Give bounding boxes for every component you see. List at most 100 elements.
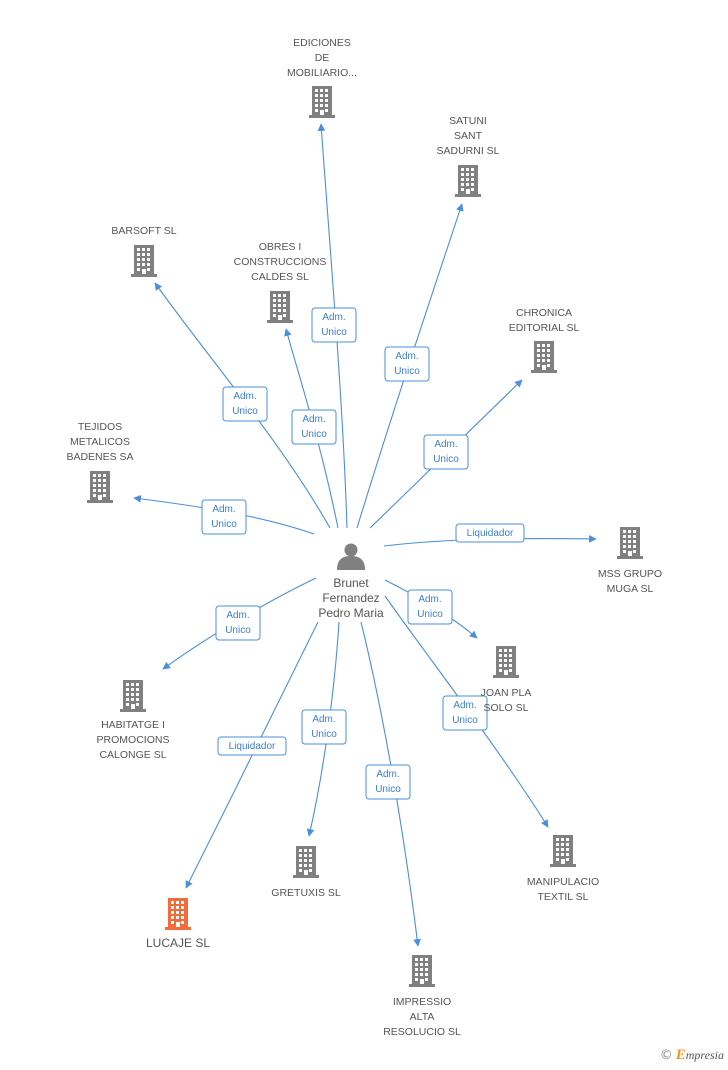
relation-badge[interactable]: Adm.Unico bbox=[442, 695, 488, 731]
edge-mss: Liquidador bbox=[383, 523, 597, 547]
node-lucaje[interactable]: LUCAJE SL bbox=[146, 898, 210, 950]
edge-habitatge: Adm. Unico bbox=[162, 577, 317, 670]
relation-badge[interactable]: Adm. Unico bbox=[215, 605, 261, 641]
relation-label: Unico bbox=[311, 729, 337, 740]
edge-lucaje: Liquidador bbox=[185, 621, 319, 889]
node-label: MOBILIARIO... bbox=[287, 67, 357, 79]
edge-manipulacio: Adm.Unico bbox=[384, 595, 549, 828]
node-label: EDITORIAL SL bbox=[509, 322, 580, 334]
node-label: METALICOS bbox=[70, 436, 130, 448]
relation-label: Adm. bbox=[233, 391, 256, 402]
node-label: Fernandez bbox=[322, 591, 379, 605]
node-label: CALONGE SL bbox=[99, 749, 166, 761]
node-impressio[interactable]: IMPRESSIO ALTA RESOLUCIO SL bbox=[383, 955, 461, 1038]
relation-label: Adm. bbox=[376, 769, 399, 780]
edge-tejidos: Adm. Unico bbox=[133, 495, 315, 535]
node-label: RESOLUCIO SL bbox=[383, 1026, 461, 1038]
building-icon bbox=[131, 245, 157, 277]
relation-badge[interactable]: Adm.Unico bbox=[222, 386, 268, 422]
node-barsoft[interactable]: BARSOFT SL bbox=[111, 225, 177, 277]
edge-barsoft: Adm. Unico bbox=[154, 282, 331, 529]
relation-badge[interactable]: Adm. Unico bbox=[291, 409, 337, 445]
building-icon bbox=[493, 646, 519, 678]
node-label: CONSTRUCCIONS bbox=[234, 256, 327, 268]
relation-badge[interactable]: Adm.Unico bbox=[423, 434, 469, 470]
relation-label: Unico bbox=[321, 327, 347, 338]
relation-badge[interactable]: Adm.Unico bbox=[407, 589, 453, 625]
relation-badge[interactable]: Liquidador bbox=[217, 736, 287, 756]
node-label: Brunet bbox=[333, 576, 369, 590]
relation-label: Adm. bbox=[212, 504, 235, 515]
brand-logo-initial: E bbox=[675, 1047, 686, 1063]
edge-impressio: Adm.Unico bbox=[360, 621, 421, 947]
node-mss[interactable]: MSS GRUPO MUGA SL bbox=[598, 527, 662, 595]
relation-label: Unico bbox=[211, 519, 237, 530]
edge-joanpla: Adm.Unico bbox=[384, 579, 478, 639]
node-gretuxis[interactable]: GRETUXIS SL bbox=[271, 846, 341, 899]
relation-label: Adm. bbox=[395, 351, 418, 362]
relation-label: Adm. bbox=[453, 700, 476, 711]
building-icon bbox=[531, 341, 557, 373]
relation-badge[interactable]: Adm. Unico bbox=[384, 346, 430, 382]
brand-footer[interactable]: ©Empresia bbox=[660, 1047, 724, 1064]
building-icon bbox=[267, 291, 293, 323]
node-label: DE bbox=[315, 52, 330, 64]
node-manipulacio[interactable]: MANIPULACIO TEXTIL SL bbox=[527, 835, 599, 903]
relation-label: Adm. bbox=[312, 714, 335, 725]
relation-label: Adm. bbox=[302, 414, 325, 425]
edge-satuni: Adm. Unico bbox=[356, 203, 464, 529]
relation-badge[interactable]: Adm. Unico bbox=[311, 307, 357, 343]
node-label: CALDES SL bbox=[251, 271, 309, 283]
person-icon bbox=[337, 543, 365, 570]
node-label: ALTA bbox=[410, 1011, 435, 1023]
relation-label: Liquidador bbox=[467, 528, 514, 539]
node-label: BARSOFT SL bbox=[111, 225, 176, 237]
node-label: OBRES I bbox=[259, 241, 302, 253]
brand-logo-text: mpresia bbox=[685, 1048, 724, 1062]
node-obres[interactable]: OBRES I CONSTRUCCIONS CALDES SL bbox=[234, 241, 327, 323]
building-icon bbox=[309, 86, 335, 118]
relation-label: Adm. bbox=[434, 439, 457, 450]
edge-obres: Adm. Unico bbox=[284, 328, 339, 529]
node-label: TEJIDOS bbox=[78, 421, 122, 433]
node-label: JOAN PLA bbox=[481, 687, 532, 699]
edge-chronica: Adm.Unico bbox=[369, 379, 523, 529]
node-label: MANIPULACIO bbox=[527, 876, 599, 888]
relation-label: Adm. bbox=[226, 610, 249, 621]
node-label: HABITATGE I bbox=[101, 719, 165, 731]
node-label: MSS GRUPO bbox=[598, 568, 662, 580]
relation-label: Unico bbox=[394, 366, 420, 377]
building-icon bbox=[617, 527, 643, 559]
edge-ediciones: Adm. Unico bbox=[311, 123, 357, 529]
node-label: Pedro Maria bbox=[318, 606, 384, 620]
node-label: SANT bbox=[454, 130, 483, 142]
node-label: MUGA SL bbox=[607, 583, 654, 595]
edge-gretuxis: Adm. Unico bbox=[301, 621, 347, 837]
node-label: CHRONICA bbox=[516, 307, 572, 319]
relation-badge[interactable]: Adm. Unico bbox=[201, 499, 247, 535]
relation-label: Unico bbox=[301, 429, 327, 440]
node-label: IMPRESSIO bbox=[393, 996, 451, 1008]
edges-layer: Adm.UnicoAdm.UnicoAdm.UnicoAdm.UnicoAdm.… bbox=[133, 123, 597, 947]
node-ediciones[interactable]: EDICIONES DE MOBILIARIO... bbox=[287, 37, 357, 118]
building-icon bbox=[120, 680, 146, 712]
relation-badge[interactable]: Liquidador bbox=[455, 523, 525, 543]
relation-badge[interactable]: Adm.Unico bbox=[365, 764, 411, 800]
node-label: SADURNI SL bbox=[436, 145, 499, 157]
building-icon bbox=[165, 898, 191, 930]
building-icon bbox=[87, 471, 113, 503]
node-chronica[interactable]: CHRONICA EDITORIAL SL bbox=[509, 307, 580, 373]
relation-label: Unico bbox=[225, 625, 251, 636]
relation-label: Adm. bbox=[418, 594, 441, 605]
node-label: EDICIONES bbox=[293, 37, 351, 49]
node-label: TEXTIL SL bbox=[538, 891, 589, 903]
relation-label: Adm. bbox=[322, 312, 345, 323]
relation-badge[interactable]: Adm. Unico bbox=[301, 709, 347, 745]
